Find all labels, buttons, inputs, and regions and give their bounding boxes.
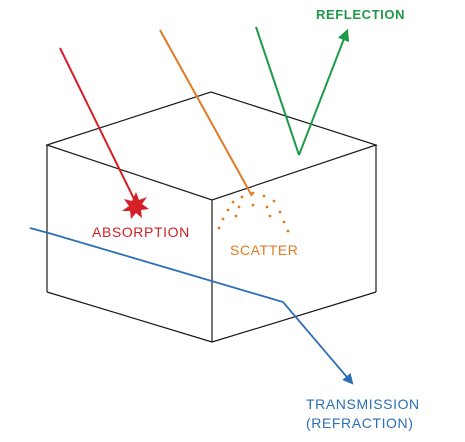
reflection-incident-ray [255, 26, 300, 156]
absorption-burst-icon [122, 192, 149, 219]
absorption-ray [59, 47, 149, 219]
reflection-label: REFLECTION [316, 7, 406, 22]
scatter-label: SCATTER [230, 242, 299, 258]
scatter-dots [217, 191, 290, 233]
cube-bottom-left-edge [46, 291, 213, 343]
cube-top-face [45, 91, 378, 201]
transmission-label-line2: (REFRACTION) [306, 415, 414, 431]
transmission-ray [29, 227, 354, 385]
transmission-label-line1: TRANSMISSION [306, 396, 420, 412]
absorption-incident-ray [59, 47, 137, 204]
cube [45, 91, 378, 343]
absorption-label: ABSORPTION [92, 224, 190, 240]
transmission-label: TRANSMISSION (REFRACTION) [306, 395, 420, 433]
reflection-ray [255, 26, 350, 156]
cube-bottom-right-edge [211, 291, 377, 343]
scatter-incident-ray [159, 29, 253, 197]
reflection-reflected-ray [298, 28, 350, 156]
scatter-ray [159, 29, 290, 233]
transmission-path [29, 227, 354, 385]
